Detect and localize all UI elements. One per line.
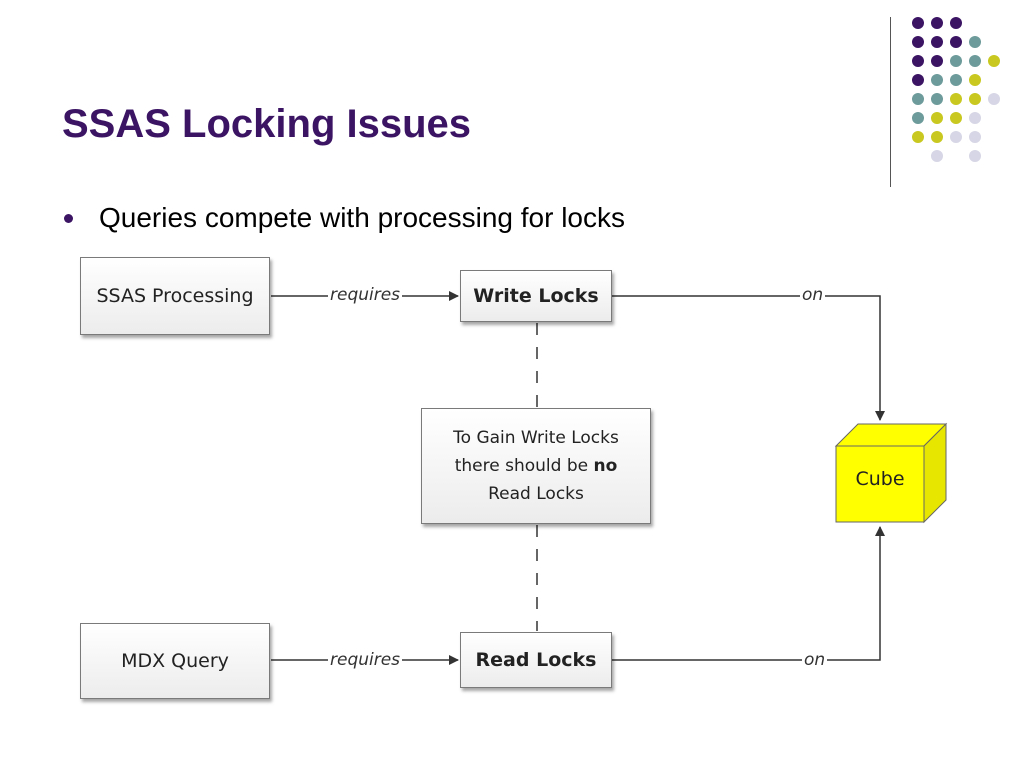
condition-emphasis: no (593, 456, 618, 476)
dot (950, 74, 962, 86)
bullet-item: Queries compete with processing for lock… (64, 202, 625, 234)
read-locks-box: Read Locks (460, 632, 612, 688)
dot (912, 55, 924, 67)
dot-row-1 (912, 17, 962, 29)
dot (912, 112, 924, 124)
dot-row-6 (912, 112, 981, 124)
condition-line-1: To Gain Write Locks (453, 428, 619, 448)
dot (950, 17, 962, 29)
dot (912, 131, 924, 143)
dot-row-2 (912, 36, 981, 48)
requires-label-bottom: requires (328, 650, 403, 670)
dot (969, 131, 981, 143)
dot (969, 55, 981, 67)
dot (969, 112, 981, 124)
dot (969, 93, 981, 105)
dot (931, 74, 943, 86)
mdx-query-box: MDX Query (80, 623, 270, 699)
dot (950, 55, 962, 67)
write-locks-condition-box: To Gain Write Locks there should be no R… (421, 408, 651, 524)
dot (950, 93, 962, 105)
on-label-top: on (800, 285, 826, 305)
write-locks-box: Write Locks (460, 270, 612, 322)
dot (931, 55, 943, 67)
dot (969, 36, 981, 48)
dot (931, 150, 943, 162)
dot (912, 74, 924, 86)
connector-write-to-cube (612, 295, 885, 421)
vertical-divider (890, 17, 891, 187)
dot (950, 131, 962, 143)
on-label-bottom: on (802, 650, 828, 670)
bullet-text: Queries compete with processing for lock… (99, 202, 625, 233)
slide-title: SSAS Locking Issues (62, 102, 472, 146)
cube-side-face (923, 422, 947, 524)
dot (969, 74, 981, 86)
cube-shape (834, 422, 948, 524)
dot-row-7 (912, 131, 981, 143)
dot (931, 93, 943, 105)
dot-row-4 (912, 74, 981, 86)
dot (931, 36, 943, 48)
condition-line-3: Read Locks (488, 484, 584, 504)
dot (969, 150, 981, 162)
condition-line-2-text: there should be (454, 456, 594, 476)
dot-row-3 (912, 55, 1000, 67)
decorative-dot-cluster (912, 17, 1000, 162)
dot (988, 55, 1000, 67)
ssas-processing-box: SSAS Processing (80, 257, 270, 335)
requires-label-top: requires (328, 285, 403, 305)
dot (912, 36, 924, 48)
dot (950, 36, 962, 48)
dot (988, 93, 1000, 105)
dot (931, 131, 943, 143)
connector-read-to-cube (612, 526, 885, 661)
dot (912, 17, 924, 29)
dot (931, 17, 943, 29)
condition-line-2: there should be no (455, 452, 618, 480)
dot (950, 112, 962, 124)
bullet-dot-icon (64, 213, 73, 223)
dot-row-8 (931, 150, 981, 162)
dot (931, 112, 943, 124)
dot (912, 93, 924, 105)
dot-row-5 (912, 93, 1000, 105)
cube-label: Cube (855, 468, 905, 490)
